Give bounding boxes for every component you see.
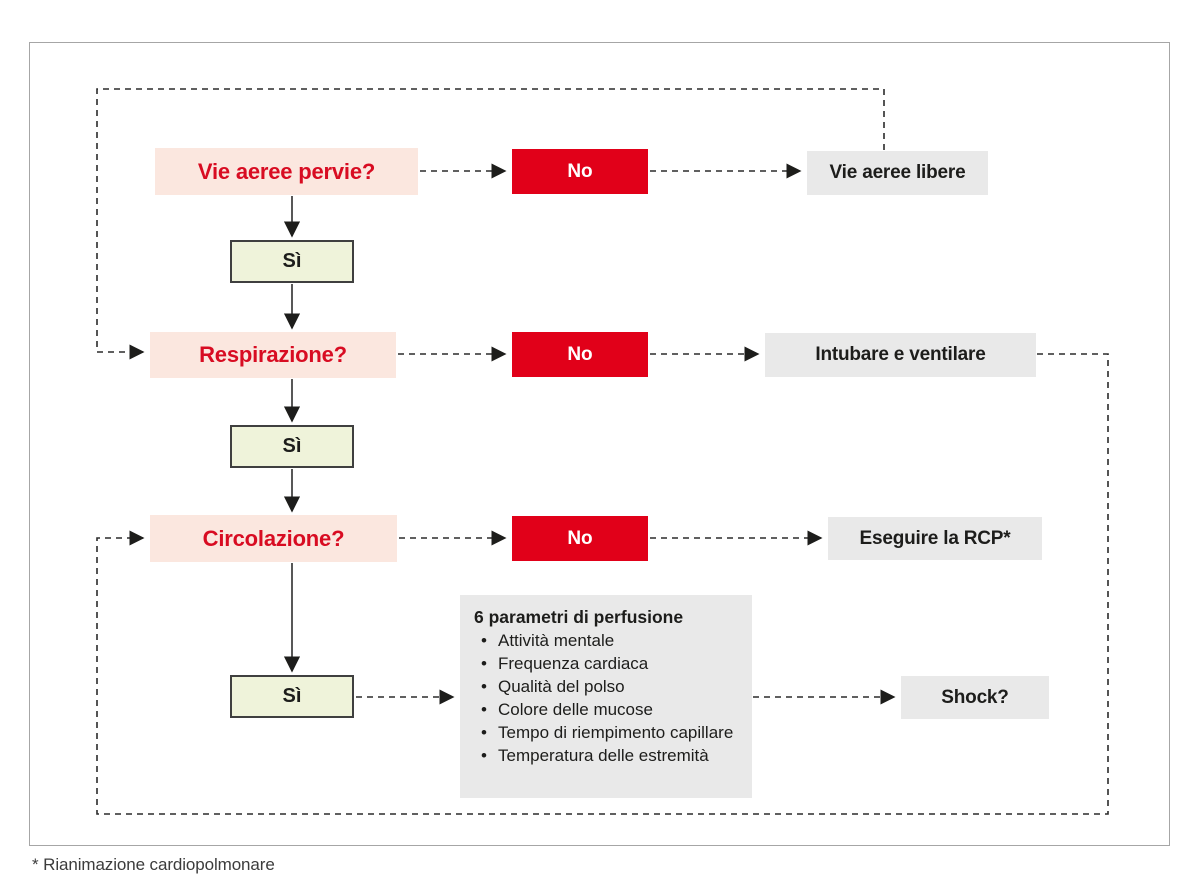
node-label: Sì <box>282 435 302 457</box>
node-breathing-question: Respirazione? <box>150 332 396 378</box>
perfusion-item: Colore delle mucose <box>474 698 738 721</box>
node-circulation-question: Circolazione? <box>150 515 397 562</box>
node-yes-circulation: Sì <box>230 675 354 718</box>
node-label: No <box>567 527 593 549</box>
node-label: Vie aeree libere <box>829 162 966 183</box>
node-yes-airways: Sì <box>230 240 354 283</box>
node-label: Circolazione? <box>202 525 345 551</box>
perfusion-list: Attività mentaleFrequenza cardiacaQualit… <box>474 629 738 767</box>
node-label: Respirazione? <box>199 342 347 367</box>
node-no-circulation: No <box>512 516 648 561</box>
node-label: Vie aeree pervie? <box>197 158 376 184</box>
node-no-breathing: No <box>512 332 648 377</box>
perfusion-item: Qualità del polso <box>474 675 738 698</box>
node-label: Eseguire la RCP* <box>859 527 1011 549</box>
node-shock-question: Shock? <box>901 676 1049 719</box>
node-yes-breathing: Sì <box>230 425 354 468</box>
perfusion-item: Attività mentale <box>474 629 738 652</box>
node-label: Sì <box>282 250 302 272</box>
node-airways-question: Vie aeree pervie? <box>155 148 418 195</box>
footnote-cpr-definition: * Rianimazione cardiopolmonare <box>32 855 275 874</box>
node-label: No <box>567 160 593 182</box>
perfusion-item: Temperatura delle estremità <box>474 744 738 767</box>
perfusion-item: Tempo di riempimento capillare <box>474 721 738 744</box>
node-perfusion-parameters: 6 parametri di perfusione Attività menta… <box>460 595 752 798</box>
node-label: Sì <box>282 685 302 707</box>
node-label: Intubare e ventilare <box>815 344 986 365</box>
node-action-intubate-ventilate: Intubare e ventilare <box>765 333 1036 377</box>
node-label: Shock? <box>941 686 1009 708</box>
perfusion-title: 6 parametri di perfusione <box>474 607 684 627</box>
perfusion-item: Frequenza cardiaca <box>474 652 738 675</box>
node-action-cpr: Eseguire la RCP* <box>828 517 1042 560</box>
node-action-clear-airways: Vie aeree libere <box>807 151 988 195</box>
node-no-airways: No <box>512 149 648 194</box>
node-label: No <box>567 343 593 365</box>
